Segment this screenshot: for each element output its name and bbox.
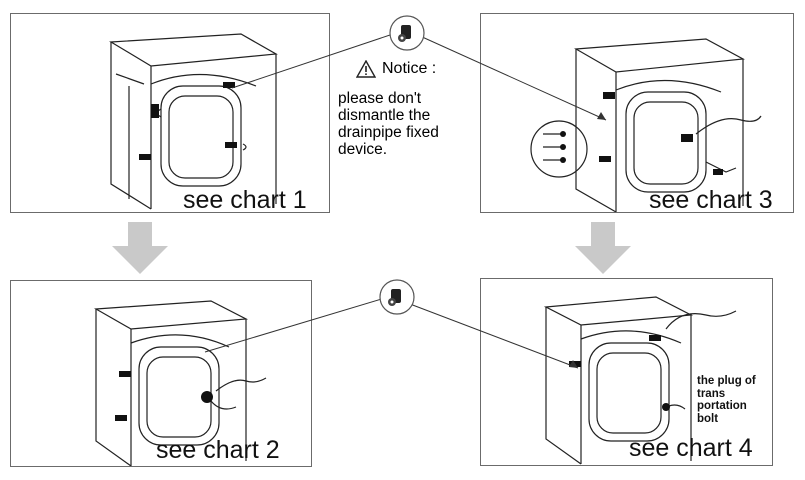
notice-callout: Notice : please don't dismantle the drai… xyxy=(338,60,478,158)
caption-chart-3: see chart 3 xyxy=(649,186,773,213)
panel-step-3: see chart 3 xyxy=(480,13,794,213)
warning-triangle-icon xyxy=(356,60,376,78)
washing-machine-illustration xyxy=(530,38,762,212)
caption-chart-2: see chart 2 xyxy=(156,436,280,464)
notice-header: Notice : xyxy=(356,60,478,78)
caption-chart-4: see chart 4 xyxy=(629,434,753,462)
bolt-fixture-icon xyxy=(379,279,415,315)
caption-chart-1: see chart 1 xyxy=(183,186,307,213)
panel-step-2: see chart 2 xyxy=(10,280,312,467)
plug-label: the plug of trans portation bolt xyxy=(697,375,756,425)
panel-step-4: see chart 4 xyxy=(480,278,773,466)
down-arrow-icon xyxy=(112,222,168,274)
notice-title: Notice : xyxy=(382,60,437,77)
down-arrow-icon xyxy=(575,222,631,274)
bolt-fixture-icon xyxy=(389,15,425,51)
panel-step-1: see chart 1 xyxy=(10,13,330,213)
washing-machine-illustration xyxy=(109,33,278,210)
notice-text: please don't dismantle the drainpipe fix… xyxy=(338,90,439,158)
